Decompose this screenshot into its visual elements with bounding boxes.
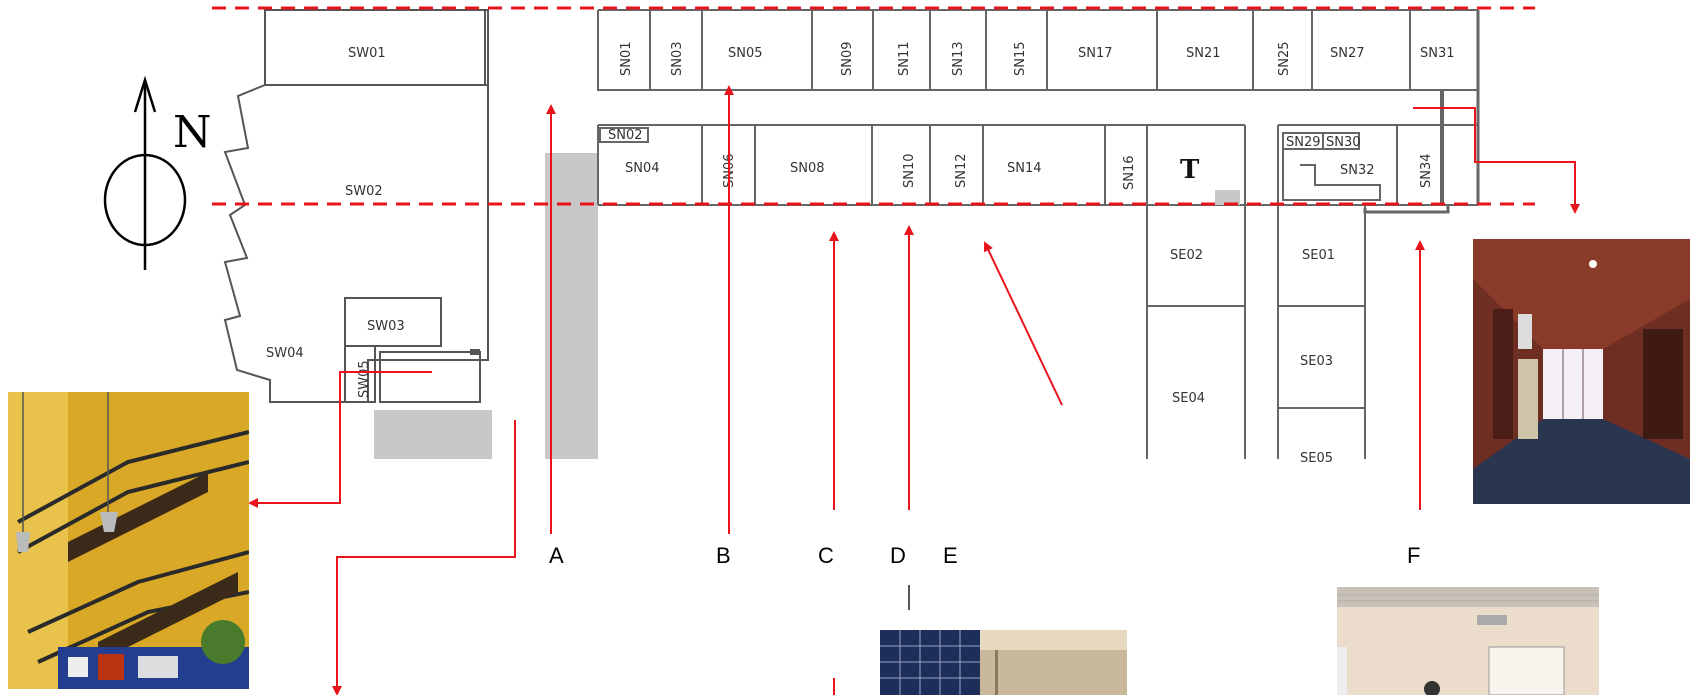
room-label: SE01 xyxy=(1302,248,1335,263)
room-label: SN08 xyxy=(790,161,825,176)
viewpoint-label: B xyxy=(716,543,731,568)
room-label: SN31 xyxy=(1420,46,1455,61)
room-label: SN17 xyxy=(1078,46,1113,61)
room-label: SN30 xyxy=(1326,135,1361,150)
room-label: SE03 xyxy=(1300,354,1333,369)
room-label: SN02 xyxy=(608,128,643,143)
room-label: SW03 xyxy=(367,319,405,334)
room-labels: SW01 SW02 SW03 SW04 SW05 SN01 SN03 SN05 … xyxy=(266,41,1455,466)
room-label: SN34 xyxy=(1419,153,1434,188)
room-label: SN13 xyxy=(951,41,966,76)
room-label: SN15 xyxy=(1013,41,1028,76)
room-label: SN05 xyxy=(728,46,763,61)
viewpoint-label: C xyxy=(818,543,834,568)
shaft-west xyxy=(374,410,492,459)
room-label: SW04 xyxy=(266,346,304,361)
viewpoint-label: E xyxy=(943,543,958,568)
room-label: SN03 xyxy=(670,41,685,76)
room-label: SN12 xyxy=(954,153,969,188)
room-label: SN14 xyxy=(1007,161,1042,176)
room-label: SN09 xyxy=(840,41,855,76)
north-rooms xyxy=(597,9,1480,205)
room-label: SN04 xyxy=(625,161,660,176)
arrow-stair xyxy=(248,371,432,508)
viewpoint-arrows xyxy=(248,85,1580,695)
room-label: SW01 xyxy=(348,46,386,61)
east-rooms xyxy=(1146,205,1450,459)
viewpoint-labels: A B C D E F xyxy=(549,543,1420,568)
staircase-photo xyxy=(8,392,249,689)
room-label: SN01 xyxy=(619,41,634,76)
arrow-corridor-east xyxy=(1413,107,1580,214)
shaft-corridor xyxy=(545,153,598,459)
bright-room-photo xyxy=(1337,587,1599,695)
room-label: SN32 xyxy=(1340,163,1375,178)
arrow-e xyxy=(983,241,1063,406)
viewpoint-label: A xyxy=(549,543,564,568)
room-label: SN11 xyxy=(897,41,912,76)
viewpoint-label: D xyxy=(890,543,906,568)
viewpoint-label: F xyxy=(1407,543,1420,568)
room-label: SN25 xyxy=(1277,41,1292,76)
room-label: SE02 xyxy=(1170,248,1203,263)
room-label: SN27 xyxy=(1330,46,1365,61)
north-arrow-icon xyxy=(103,75,187,270)
room-label: SW05 xyxy=(357,360,372,398)
room-label: SN10 xyxy=(902,153,917,188)
west-wing xyxy=(223,9,489,403)
room-label: SN21 xyxy=(1186,46,1221,61)
compass-label: N xyxy=(173,107,212,158)
corridor-tiles-photo xyxy=(880,630,1127,695)
room-label: SN16 xyxy=(1122,155,1137,190)
arrow-down xyxy=(332,420,516,695)
room-label: SE04 xyxy=(1172,391,1205,406)
room-label: SW02 xyxy=(345,184,383,199)
room-label: SE05 xyxy=(1300,451,1333,466)
room-label: SN29 xyxy=(1286,135,1321,150)
wooden-corridor-photo xyxy=(1473,239,1690,504)
room-label: T xyxy=(1180,155,1200,185)
